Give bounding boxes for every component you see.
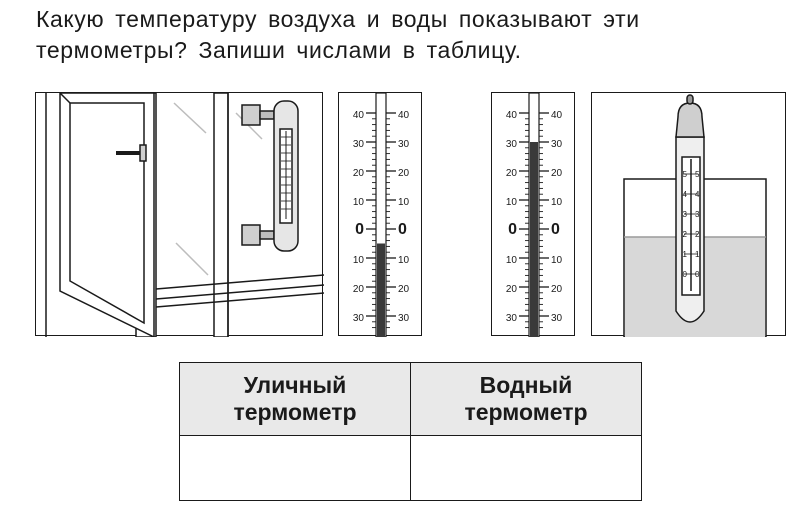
header-line: Уличный (243, 372, 347, 398)
scale-label-right: 20 (551, 168, 563, 179)
header-line: Водный (479, 372, 573, 398)
scale-label-left: 0 (508, 221, 517, 238)
header-line: термометр (233, 399, 357, 425)
water-scale-label: 1 (695, 250, 700, 259)
scale-label-left: 30 (506, 313, 518, 324)
scale-label-right: 20 (398, 168, 410, 179)
header-line: термометр (464, 399, 588, 425)
scale-label-left: 10 (353, 255, 365, 266)
scale-label-right: 30 (551, 139, 563, 150)
scale-label-right: 40 (398, 110, 410, 121)
task-text: Какую температуру воздуха и воды показыв… (36, 4, 786, 66)
scale-label-right: 0 (551, 221, 560, 238)
scale-label-right: 10 (398, 197, 410, 208)
scale-label-left: 30 (353, 313, 365, 324)
scale-label-right: 10 (551, 197, 563, 208)
water-scale-panel: 40 40 30 30 20 20 10 10 0 0 10 10 20 20 30 30 (491, 92, 575, 337)
outdoor-scale-panel: 40 40 30 30 20 20 10 10 0 0 10 10 20 20 30 30 (338, 92, 422, 337)
scale-label-right: 20 (398, 284, 410, 295)
outdoor-scale: 40 40 30 30 20 20 10 10 0 0 10 10 20 20 30 30 (353, 93, 410, 337)
header-water-thermometer: Водный термометр (410, 362, 642, 436)
scale-label-left: 20 (506, 284, 518, 295)
scale-label-left: 40 (353, 110, 365, 121)
scale-label-left: 20 (506, 168, 518, 179)
liquid-column-2 (530, 142, 538, 337)
scale-label-right: 20 (551, 284, 563, 295)
answer-table: Уличный термометр Водный термометр (179, 362, 642, 501)
scale-label-left: 40 (506, 110, 518, 121)
scale-label-right: 30 (551, 313, 563, 324)
water-scale-label: 5 (695, 170, 700, 179)
window-illustration (35, 92, 324, 337)
liquid-column-1 (377, 243, 385, 337)
water-scale: 40 40 30 30 20 20 10 10 0 0 10 10 20 20 30 30 (506, 93, 563, 337)
scale-label-right: 10 (551, 255, 563, 266)
answer-cell-outdoor[interactable] (179, 435, 411, 501)
window-drawing (45, 93, 324, 337)
water-scale-label: 0 (695, 270, 700, 279)
scale-label-right: 10 (398, 255, 410, 266)
water-scale-label: 2 (683, 230, 688, 239)
water-scale-label: 1 (683, 250, 688, 259)
scale-label-left: 30 (353, 139, 365, 150)
scale-label-left: 10 (506, 255, 518, 266)
water-scale-label: 3 (683, 210, 688, 219)
water-scale-label: 2 (695, 230, 700, 239)
outdoor-thermometer-icon (241, 100, 299, 252)
task-line-2: термометры? Запиши числами в таблицу. (36, 37, 522, 63)
scale-label-right: 0 (398, 221, 407, 238)
scale-label-left: 10 (506, 197, 518, 208)
task-line-1: Какую температуру воздуха и воды показыв… (36, 6, 640, 32)
scale-label-left: 20 (353, 168, 365, 179)
water-scale-label: 4 (695, 190, 700, 199)
scale-label-left: 30 (506, 139, 518, 150)
scale-label-left: 0 (355, 221, 364, 238)
scale-label-right: 30 (398, 313, 410, 324)
scale-label-right: 40 (551, 110, 563, 121)
header-outdoor-thermometer: Уличный термометр (179, 362, 411, 436)
water-scale-label: 4 (683, 190, 688, 199)
water-scale-label: 5 (683, 170, 688, 179)
scale-label-left: 20 (353, 284, 365, 295)
water-scale-label: 3 (695, 210, 700, 219)
water-scale-label: 0 (683, 270, 688, 279)
scale-label-left: 10 (353, 197, 365, 208)
answer-cell-water[interactable] (410, 435, 642, 501)
scale-label-right: 30 (398, 139, 410, 150)
